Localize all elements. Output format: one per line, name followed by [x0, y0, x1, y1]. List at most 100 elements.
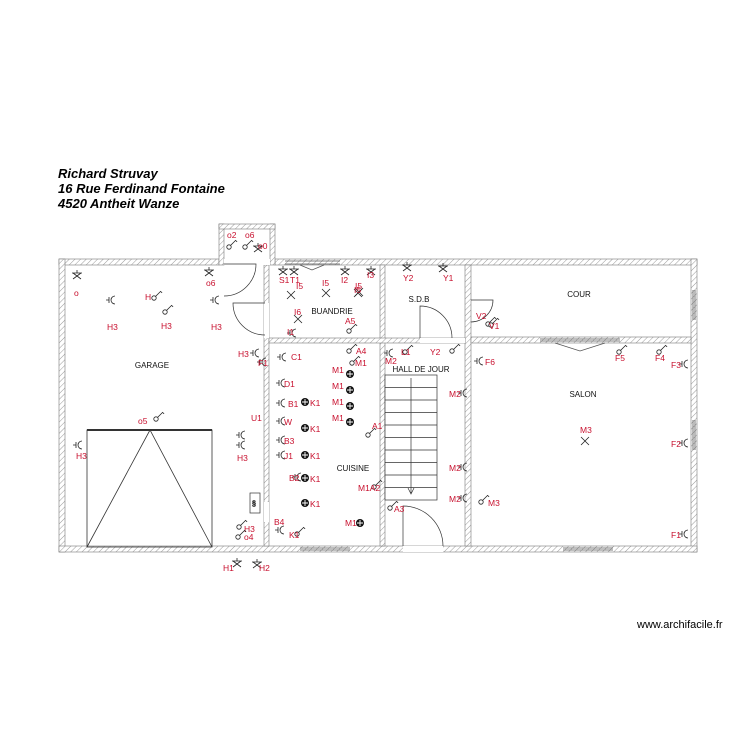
symbol-label: F5 [615, 353, 625, 363]
symbol-switch: o6 [242, 230, 255, 250]
room-cour: COUR [567, 290, 591, 299]
symbol-label: B3 [284, 436, 295, 446]
symbol-label: F3 [671, 360, 681, 370]
symbol-label: I1 [287, 327, 294, 337]
symbol-label: K1 [310, 451, 321, 461]
room-sdb: S.D.B [409, 295, 430, 304]
symbol-label: L1 [401, 347, 411, 357]
symbol-socket: M2 [449, 493, 468, 504]
symbol-label: M1 [332, 397, 344, 407]
symbol-disc: M1 [345, 518, 364, 528]
symbol-label: F1 [671, 530, 681, 540]
symbol-label: J1 [284, 451, 293, 461]
door-hall [402, 505, 444, 547]
symbol-label: H3 [161, 321, 172, 331]
wall-east [690, 258, 698, 553]
symbol-label: M1 [355, 358, 367, 368]
symbol-lamp: Y1 [438, 263, 454, 283]
windows [285, 260, 696, 551]
room-labels: GARAGE BUANDRIE S.D.B COUR HALL DE JOUR … [135, 290, 597, 473]
symbol-socket: B4 [274, 517, 285, 535]
symbol-switch: K1 [289, 526, 306, 540]
symbol-socket: F1 [257, 357, 268, 368]
symbol-cross: I6 [293, 307, 303, 324]
symbol-label: K1 [310, 474, 321, 484]
wall-west [58, 258, 66, 553]
symbol-label: M1 [332, 381, 344, 391]
symbol-switch: H [145, 290, 163, 302]
symbol-switch: A3 [387, 500, 405, 514]
symbol-label: M1 [332, 413, 344, 423]
symbol-label: o6 [206, 278, 216, 288]
symbol-label: H3 [76, 451, 87, 461]
symbol-label: M1 [345, 518, 357, 528]
symbol-cross: I5 [321, 278, 331, 298]
symbol-label: T1 [290, 275, 300, 285]
symbol-disc: K1 [301, 398, 321, 408]
symbol-switch: o2 [226, 230, 238, 250]
symbol-cross: I5 [286, 281, 303, 300]
symbol-socket: U1 [236, 413, 262, 440]
symbol-lamp: o6 [204, 267, 216, 288]
wall-south [58, 545, 698, 553]
symbol-socket: I1 [287, 327, 297, 338]
symbol-label: o4 [244, 532, 254, 542]
symbol-label: D1 [284, 379, 295, 389]
symbol-switch: V1 [488, 317, 500, 331]
symbol-switch: A5 [345, 316, 358, 334]
symbol-socket: M2 [384, 348, 397, 366]
symbol-socket: H3 [238, 348, 260, 359]
symbol-label: B1 [288, 399, 299, 409]
symbol-label: U1 [251, 413, 262, 423]
symbol-lamp: I3 [366, 266, 376, 280]
symbol-label: A5 [345, 316, 356, 326]
symbol-switch: F5 [615, 344, 628, 363]
symbol-label: Y2 [403, 273, 414, 283]
symbol-label: M1 [332, 365, 344, 375]
symbol-label: F2 [671, 439, 681, 449]
client-city: 4520 Antheit Wanze [58, 196, 180, 211]
symbol-label: H3 [244, 524, 255, 534]
symbol-cross: I5 [353, 285, 363, 298]
symbol-label: H [145, 292, 151, 302]
symbol-label: I6 [294, 307, 301, 317]
symbol-disc: M1 [332, 413, 354, 426]
symbol-switch: A4 [346, 343, 367, 356]
symbol-label: V2 [476, 311, 487, 321]
symbol-socket: D1 [276, 378, 295, 389]
garage-door [86, 429, 213, 548]
symbol-label: F1 [258, 358, 268, 368]
symbol-label: o [74, 288, 79, 298]
symbol-label: o0 [258, 241, 268, 251]
symbol-socket: F2 [671, 438, 689, 449]
symbol-switch: Y2 [430, 343, 461, 357]
svg-text:§: § [252, 501, 256, 508]
symbol-label: o2 [227, 230, 237, 240]
symbol-lamp: T1 [289, 266, 300, 285]
symbol-switch: o5 [138, 411, 165, 426]
wall-annex-east [269, 223, 276, 266]
symbol-label: F6 [485, 357, 495, 367]
symbol-socket: F3 [671, 359, 689, 370]
symbol-label: H1 [223, 563, 234, 573]
symbol-label: A3 [394, 504, 405, 514]
symbol-disc: M1 [332, 365, 354, 378]
symbol-label: M2 [449, 389, 461, 399]
symbol-switch: L1 [401, 344, 414, 357]
symbol-lamp: H2 [252, 559, 270, 573]
client-street: 16 Rue Ferdinand Fontaine [58, 181, 225, 196]
symbol-label: I5 [355, 281, 362, 291]
symbol-disc: K1 [301, 499, 321, 509]
symbol-socket: H3 [210, 295, 222, 332]
symbol-disc: K1 [301, 474, 321, 484]
door-salon [470, 299, 494, 323]
symbol-lamp: o [72, 270, 82, 298]
symbol-label: M3 [580, 425, 592, 435]
symbol-switch: H3 [161, 304, 174, 331]
client-name: Richard Struvay [58, 166, 158, 181]
symbol-socket: F1 [671, 529, 689, 540]
symbol-socket: H3 [236, 440, 248, 463]
door-annex [223, 263, 257, 297]
symbol-switch: M3 [478, 494, 500, 508]
